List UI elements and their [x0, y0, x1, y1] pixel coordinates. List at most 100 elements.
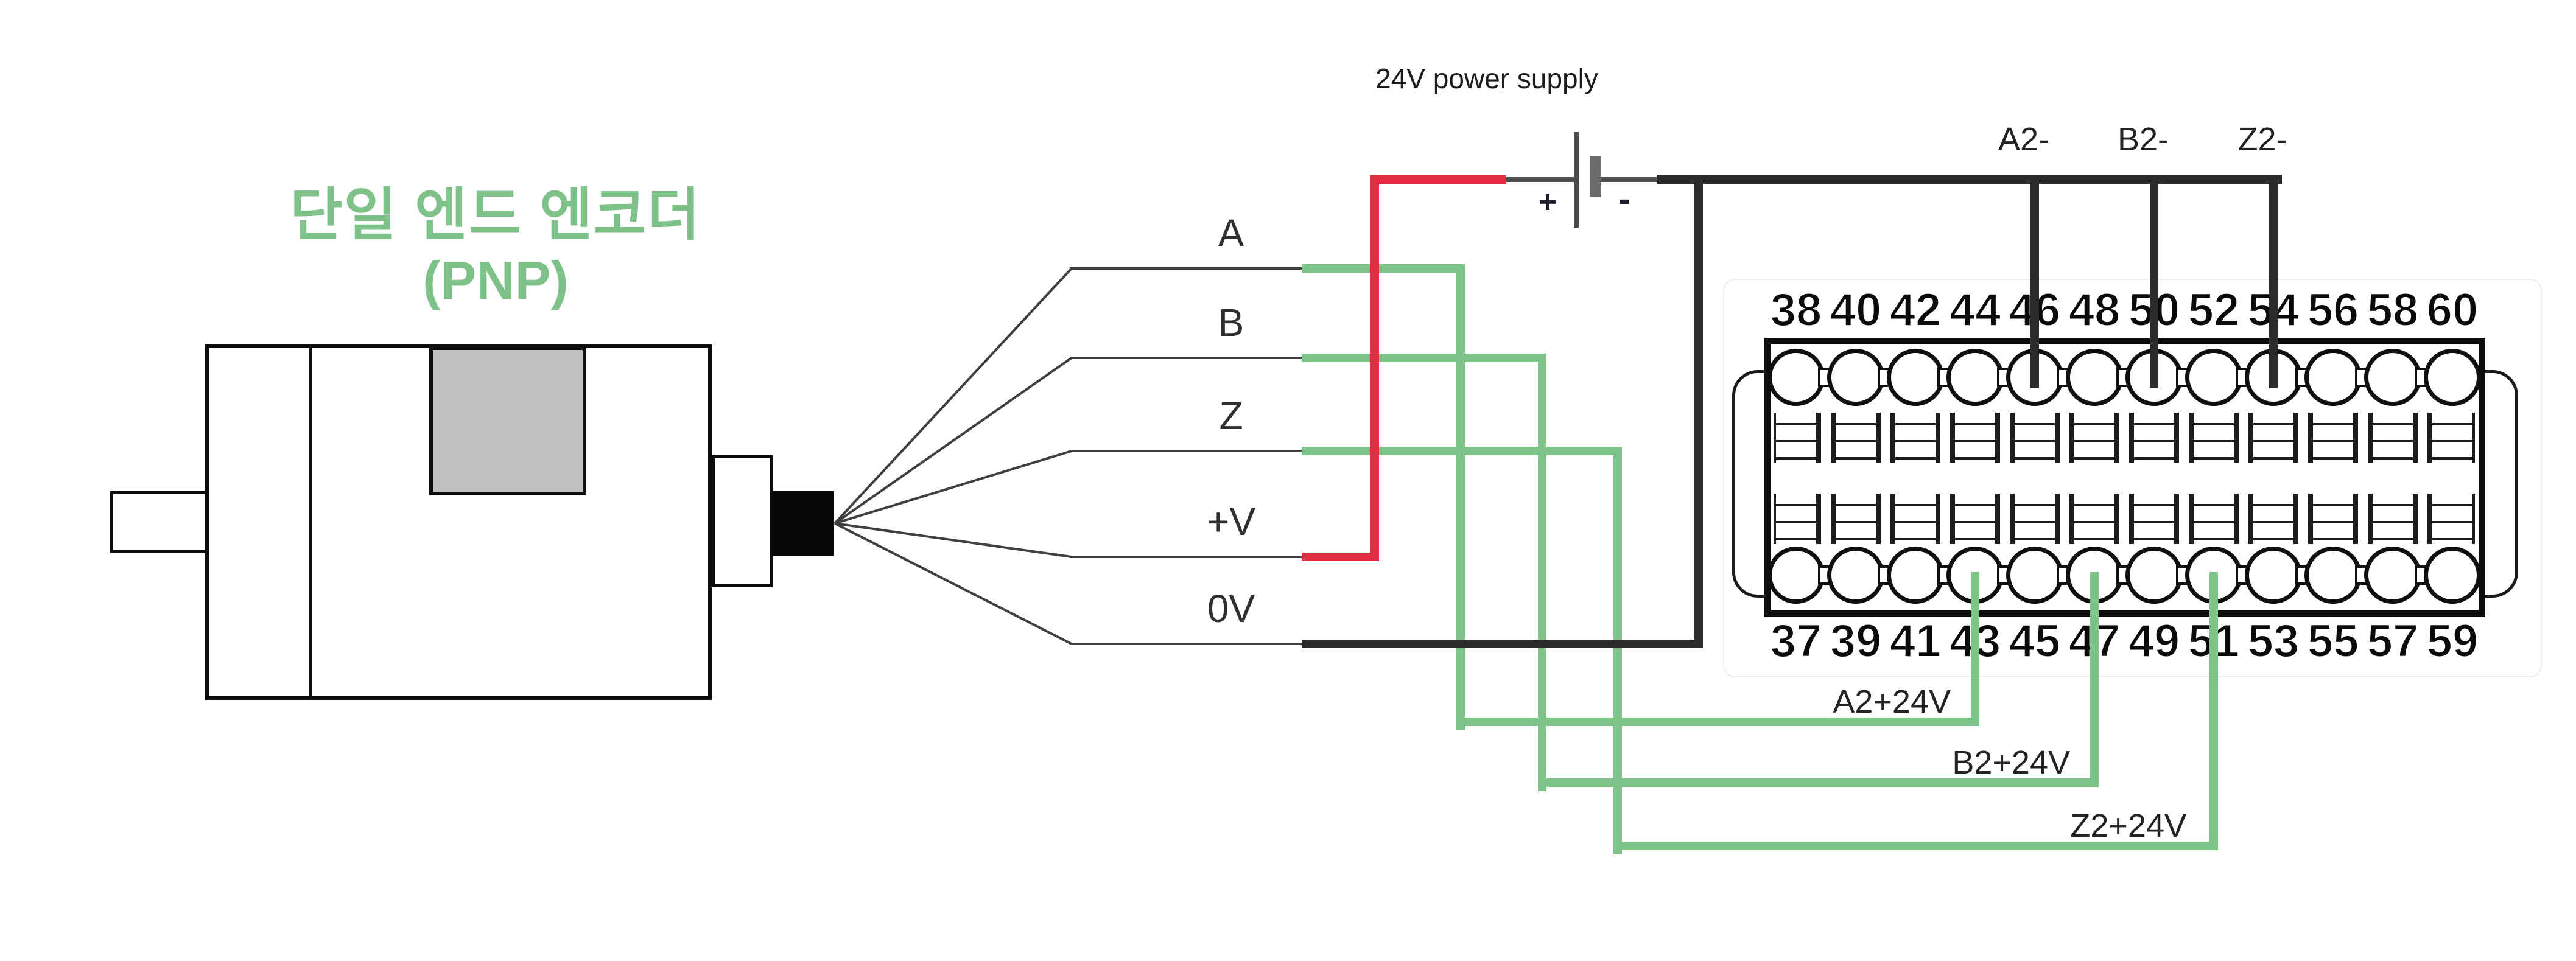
battery-plus-sign: + [1538, 184, 1557, 220]
terminal-separator [1998, 413, 2000, 463]
terminal-separator [2057, 494, 2060, 544]
terminal-ladder-rung [2074, 457, 2114, 460]
terminal-separator [2308, 413, 2311, 463]
wire-a-riser-43 [1971, 572, 1979, 726]
terminal-separator [1998, 494, 2000, 544]
terminal-ladder-rung [1955, 538, 1995, 540]
terminal-circle-bottom [2245, 547, 2302, 604]
motor-shaft [110, 491, 208, 553]
terminal-separator [1938, 494, 1940, 544]
drop-terminal-54 [2269, 175, 2278, 388]
terminal-ladder-rung [2432, 521, 2472, 523]
diagram-title-line1: 단일 엔드 엔코더 [290, 183, 701, 246]
terminal-separator [2236, 494, 2239, 544]
terminal-circle-bottom [2006, 547, 2063, 604]
wire-z-lead [1070, 450, 1304, 452]
wire-pv-lead [1070, 556, 1304, 558]
battery-lead-left [1506, 177, 1574, 182]
conn-label-a2-24v: A2+24V [1833, 683, 1951, 720]
terminal-separator [1831, 413, 1833, 463]
terminal-number-top: 44 [1949, 284, 2002, 337]
terminal-circle-top [1887, 349, 1944, 406]
terminal-ladder-rung [2253, 504, 2293, 506]
terminal-separator [2427, 413, 2430, 463]
terminal-number-bottom: 55 [2307, 615, 2360, 668]
terminal-separator [1819, 413, 1821, 463]
terminal-circle-top [1767, 349, 1825, 406]
wire-pv-red-v [1370, 175, 1379, 561]
terminal-ladder-rung [2134, 457, 2174, 460]
wire-b-green-h2 [1538, 778, 2099, 787]
terminal-ladder [1833, 494, 1878, 544]
terminal-ladder-rung [2194, 457, 2234, 460]
terminal-ladder-rung [1955, 423, 1995, 425]
terminal-separator [2248, 494, 2251, 544]
terminal-ladder-rung [1776, 423, 1816, 425]
terminal-separator [2129, 413, 2132, 463]
terminal-separator [2177, 494, 2179, 544]
terminal-ladder-rung [1836, 504, 1876, 506]
wire-label-pv: +V [1206, 500, 1256, 543]
terminal-separator [1819, 494, 1821, 544]
terminal-circle-top [2185, 349, 2242, 406]
terminal-ladder-rung [1776, 440, 1816, 442]
terminal-separator [1890, 413, 1893, 463]
wire-a-green-h2 [1456, 718, 1979, 726]
terminal-ladder-rung [2253, 423, 2293, 425]
terminal-ladder-rung [1955, 504, 1995, 506]
terminal-separator [2069, 413, 2072, 463]
terminal-ladder [2132, 413, 2177, 463]
terminal-ladder [2191, 494, 2236, 544]
terminal-ladder-rung [2134, 440, 2174, 442]
terminal-ladder-rung [2313, 521, 2353, 523]
wire-a-green-v [1456, 264, 1465, 730]
terminal-ladder-rung [2194, 504, 2234, 506]
terminal-ladder-rung [2432, 457, 2472, 460]
terminal-number-top: 40 [1830, 284, 1883, 337]
wire-label-z: Z [1219, 394, 1243, 438]
terminal-ladder-rung [2194, 440, 2234, 442]
terminal-ladder-rung [2373, 457, 2413, 460]
terminal-ladder-rung [1836, 538, 1876, 540]
cable-connector [773, 491, 834, 556]
terminal-ladder-rung [1836, 423, 1876, 425]
terminal-ladder [2072, 413, 2117, 463]
terminal-ladder-rung [2373, 521, 2413, 523]
conn-label-b2-minus: B2- [2117, 121, 2169, 158]
terminal-ladder [1833, 413, 1878, 463]
terminal-ladder-rung [2432, 538, 2472, 540]
terminal-circle-bottom [2125, 547, 2183, 604]
terminal-ladder-rung [2313, 440, 2353, 442]
terminal-number-bottom: 37 [1770, 615, 1823, 668]
terminal-number-top: 48 [2068, 284, 2121, 337]
terminal-separator [2356, 413, 2358, 463]
terminal-ladder-rung [2015, 521, 2055, 523]
terminal-ladder-rung [2194, 521, 2234, 523]
terminal-circle-bottom [1887, 547, 1944, 604]
terminal-ladder-rung [1836, 457, 1876, 460]
terminal-circle-top [2066, 349, 2123, 406]
wire-a-lead [1070, 267, 1304, 270]
terminal-separator [2427, 494, 2430, 544]
terminal-separator [2129, 494, 2132, 544]
terminal-separator [2117, 494, 2119, 544]
terminal-separator [1831, 494, 1833, 544]
terminal-ladder-rung [2194, 423, 2234, 425]
terminal-ladder [2012, 413, 2057, 463]
conn-label-a2-minus: A2- [1998, 121, 2050, 158]
terminal-ladder [1953, 413, 1998, 463]
terminal-ladder-rung [1776, 504, 1816, 506]
wire-z-green-h1 [1302, 447, 1622, 455]
terminal-ladder-rung [2134, 423, 2174, 425]
terminal-ladder-rung [2313, 538, 2353, 540]
terminal-ladder [2311, 413, 2356, 463]
terminal-ladder [2072, 494, 2117, 544]
terminal-ladder [2370, 413, 2415, 463]
terminal-separator [2248, 413, 2251, 463]
terminal-ladder-rung [1955, 457, 1995, 460]
wire-pv-red-h2 [1370, 175, 1506, 184]
terminal-separator [1938, 413, 1940, 463]
terminal-separator [2069, 494, 2072, 544]
